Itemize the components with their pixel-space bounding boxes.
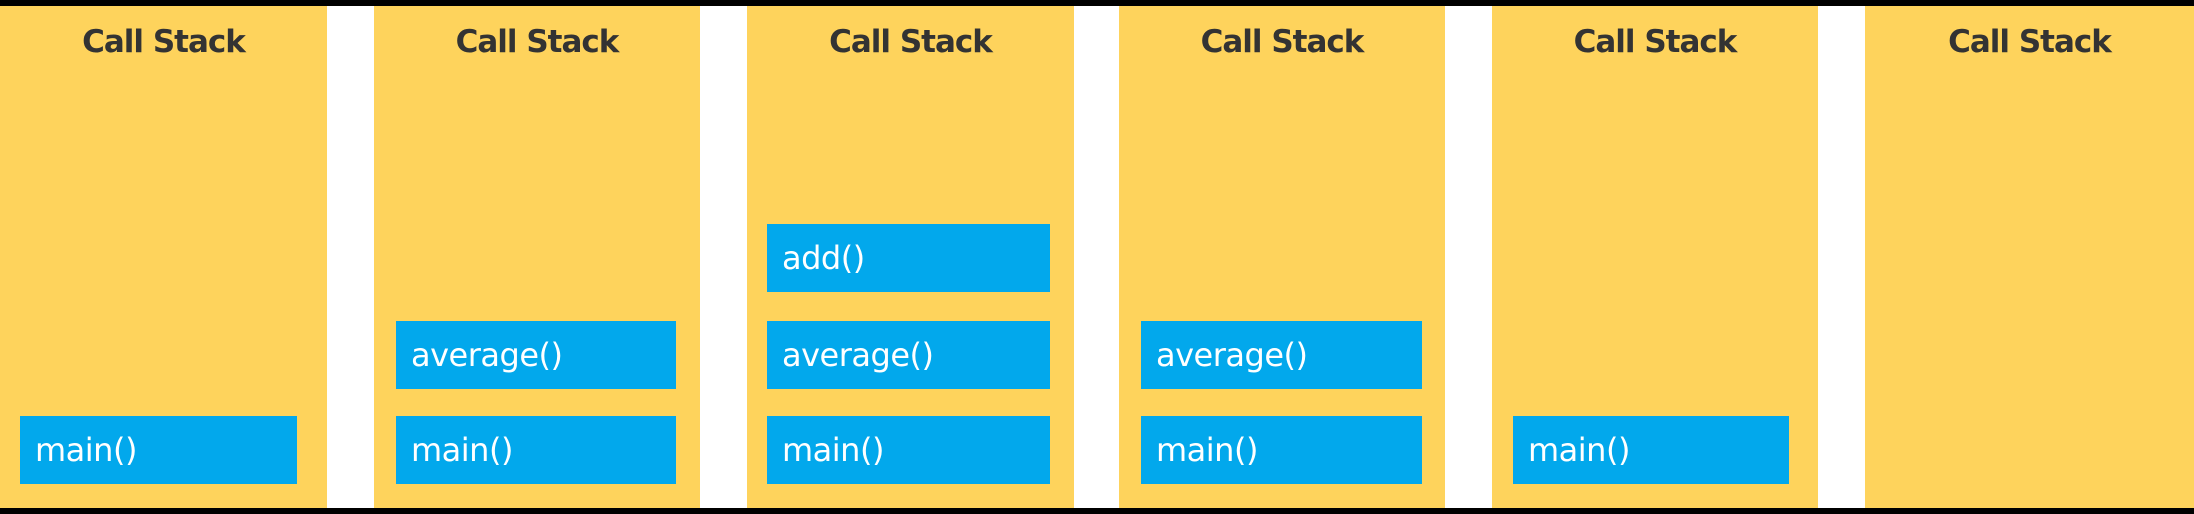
panel-title: Call Stack [1200,24,1365,60]
stack-frame-main: main() [767,416,1050,484]
call-stack-panel-1: Call Stack main() [0,6,327,508]
stack-frame-average: average() [767,321,1050,389]
panel-title: Call Stack [1948,24,2112,60]
panel-title: Call Stack [82,24,246,60]
call-stack-panel-3: Call Stack add() average() main() [747,6,1074,508]
call-stack-panel-2: Call Stack average() main() [374,6,700,508]
stack-frame-main: main() [1513,416,1789,484]
stack-frame-average: average() [396,321,676,389]
stack-frame-main: main() [396,416,676,484]
panel-title: Call Stack [829,24,993,60]
stack-frame-add: add() [767,224,1050,292]
stack-frame-average: average() [1141,321,1422,389]
panel-separator [1445,6,1492,508]
panel-separator [1818,6,1865,508]
call-stack-panel-5: Call Stack main() [1492,6,1818,508]
stack-frame-main: main() [1141,416,1422,484]
panel-separator [700,6,747,508]
panel-separator [1074,6,1119,508]
panel-separator [327,6,374,508]
panel-title: Call Stack [455,24,620,60]
panel-title: Call Stack [1573,24,1738,60]
call-stack-panel-4: Call Stack average() main() [1119,6,1445,508]
stack-frame-main: main() [20,416,297,484]
call-stack-panel-6: Call Stack [1865,6,2194,508]
